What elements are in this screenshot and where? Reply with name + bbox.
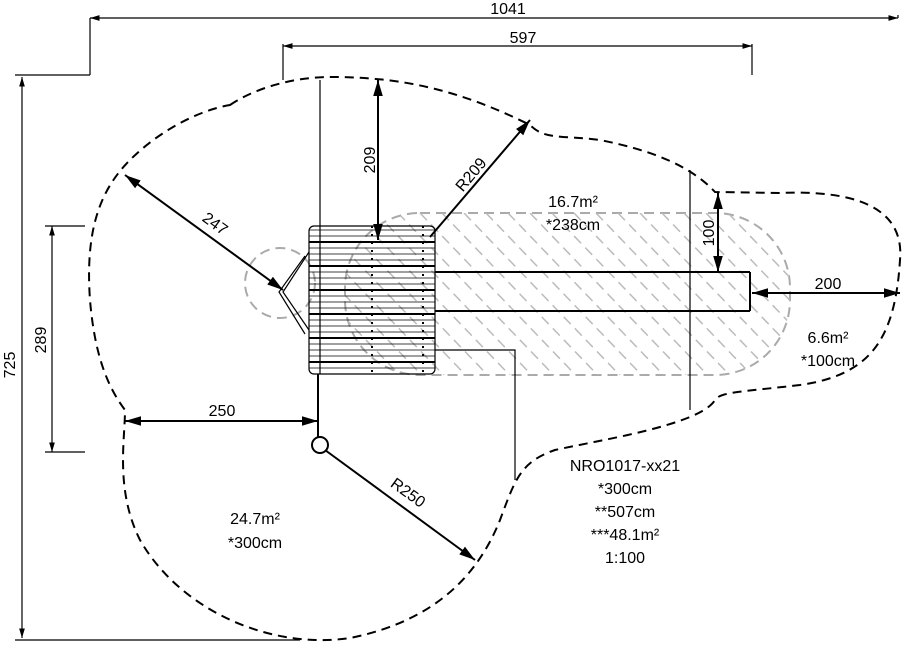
- length-label: **507cm: [595, 504, 655, 521]
- hatch-line: [353, 213, 525, 375]
- hatch-line: [441, 213, 613, 375]
- slide-offset-label: 100: [701, 220, 718, 247]
- hatch-line: [345, 213, 393, 375]
- play-tower: [278, 80, 436, 454]
- hatch-line: [529, 213, 701, 375]
- hatch-line: [345, 213, 437, 375]
- overall-width-label: 1041: [490, 1, 526, 18]
- swing-area-label: 24.7m²: [230, 511, 280, 528]
- hatch-line: [573, 213, 745, 375]
- slide-fall-label: *238cm: [546, 217, 600, 234]
- hatch-line: [507, 213, 679, 375]
- end-fall-label: *100cm: [801, 353, 855, 370]
- swing-offset-label: 250: [209, 403, 236, 420]
- hatch-line: [617, 213, 789, 375]
- hatch-line: [860, 213, 911, 390]
- hatch-line: [419, 213, 591, 375]
- hatch-line: [727, 213, 790, 375]
- slide-end-label: 200: [815, 276, 842, 293]
- slide: [435, 271, 751, 480]
- diagonal-left-label: 247: [199, 210, 231, 240]
- fall-height-label: *300cm: [598, 481, 652, 498]
- hatch-line: [345, 213, 415, 375]
- radius-swing-label: R250: [387, 475, 428, 511]
- scale-label: 1:100: [605, 550, 645, 567]
- left-height-label: 289: [33, 327, 50, 354]
- top-offset-label: 209: [362, 147, 379, 174]
- structure-width-label: 597: [510, 30, 537, 47]
- info-block: NRO1017-xx21 *300cm **507cm ***48.1m² 1:…: [570, 458, 680, 567]
- hatch-line: [345, 213, 481, 375]
- end-area-label: 6.6m²: [808, 330, 850, 347]
- hatch-line: [485, 213, 657, 375]
- swing-seat: [311, 436, 329, 454]
- hatch-line: [705, 213, 790, 375]
- hatch-line: [345, 213, 503, 375]
- safety-area-outline: [88, 75, 902, 642]
- hatch-line: [463, 213, 635, 375]
- hatch-line: [551, 213, 723, 375]
- hatch-line: [595, 213, 767, 375]
- total-area-label: ***48.1m²: [591, 527, 660, 544]
- hatch-line: [683, 213, 790, 375]
- model-label: NRO1017-xx21: [570, 458, 680, 475]
- swing-fall-label: *300cm: [228, 535, 282, 552]
- overall-height-label: 725: [2, 352, 19, 379]
- hatch-line: [375, 213, 547, 375]
- hatch-line: [882, 213, 911, 390]
- slide-area-label: 16.7m²: [548, 194, 598, 211]
- hatch-line: [639, 213, 790, 375]
